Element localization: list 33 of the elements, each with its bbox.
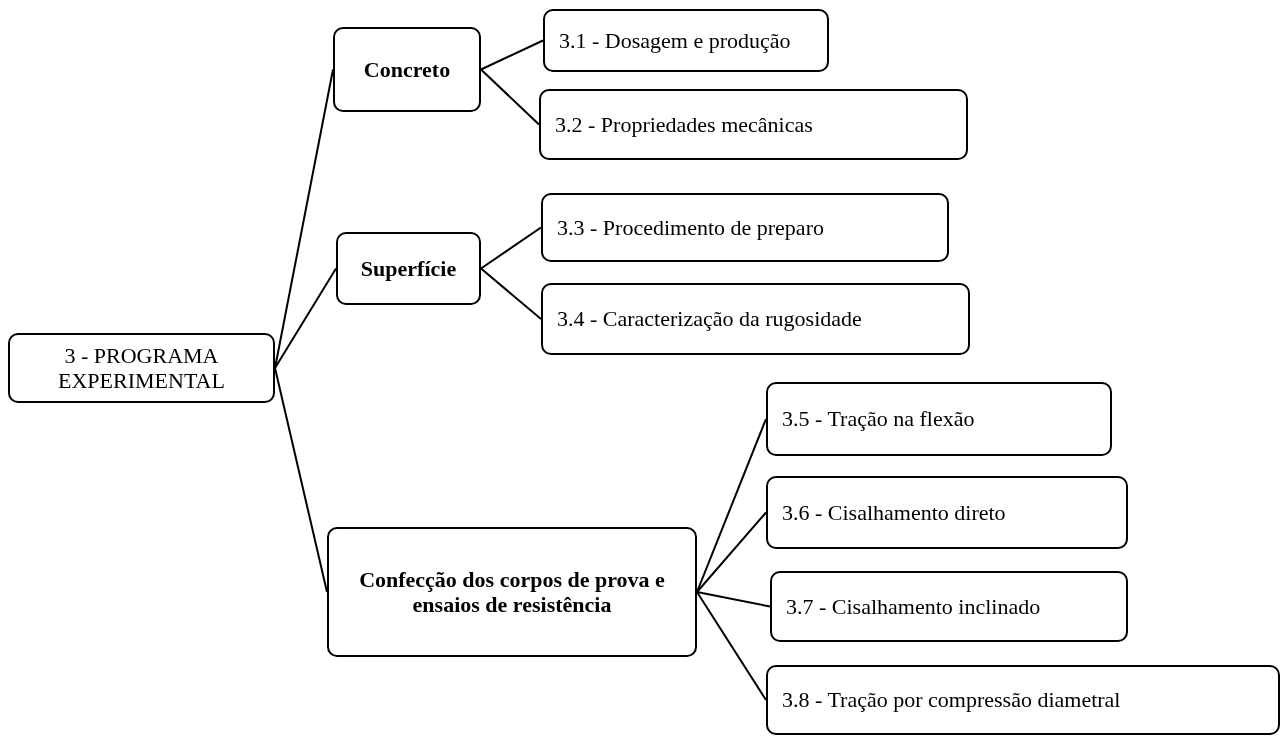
category-label: Superfície bbox=[360, 255, 457, 282]
topic-box bbox=[766, 665, 1280, 735]
category-box bbox=[336, 232, 481, 305]
topic-label: 3.2 - Propriedades mecânicas bbox=[555, 111, 813, 138]
connector-line bbox=[480, 267, 542, 320]
topic-label: 3.7 - Cisalhamento inclinado bbox=[786, 593, 1041, 620]
connector-line bbox=[480, 226, 542, 270]
topic-label: 3.4 - Caracterização da rugosidade bbox=[557, 306, 862, 332]
connector-line bbox=[696, 591, 771, 608]
topic-label: 3.6 - Cisalhamento direto bbox=[782, 499, 1006, 526]
topic-box bbox=[541, 283, 970, 355]
connector-line bbox=[480, 39, 544, 71]
category-box bbox=[327, 527, 697, 657]
topic-label: 3.5 - Tração na flexão bbox=[782, 406, 975, 432]
topic-label: 3 - PROGRAMA EXPERIMENTAL bbox=[57, 342, 226, 394]
topic-label: 3.1 - Dosagem e produção bbox=[559, 27, 791, 54]
topic-box bbox=[543, 9, 829, 72]
topic-box bbox=[766, 476, 1128, 549]
topic-box bbox=[539, 89, 968, 160]
topic-box bbox=[8, 333, 275, 403]
connector-line bbox=[696, 591, 767, 701]
topic-label: 3.8 - Tração por compressão diametral bbox=[782, 687, 1121, 713]
connector-line bbox=[274, 267, 337, 369]
connector-line bbox=[696, 511, 767, 593]
topic-box bbox=[766, 382, 1112, 456]
topic-label: 3.3 - Procedimento de preparo bbox=[557, 214, 824, 241]
topic-box bbox=[541, 193, 949, 262]
topic-box bbox=[770, 571, 1128, 642]
connector-line bbox=[274, 367, 328, 593]
category-label: Confecção dos corpos de prova e ensaios de resistência bbox=[358, 566, 666, 618]
category-box bbox=[333, 27, 481, 112]
category-label: Concreto bbox=[363, 56, 451, 83]
connector-line bbox=[480, 68, 540, 126]
